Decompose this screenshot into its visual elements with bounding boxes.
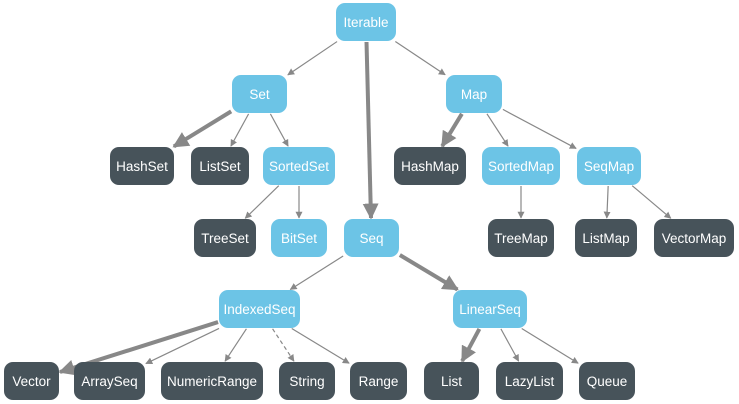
node-range: Range: [350, 362, 407, 400]
node-list: List: [424, 362, 479, 400]
node-lazylist: LazyList: [496, 362, 563, 400]
node-queue: Queue: [579, 362, 635, 400]
edge-seqmap-to-vectormap: [631, 185, 672, 219]
edge-indexedseq-to-arrayseq: [145, 327, 220, 365]
node-numericrange: NumericRange: [161, 362, 263, 400]
edge-iterable-to-seq: [362, 41, 379, 220]
edge-iterable-to-set: [287, 41, 338, 76]
node-seq: Seq: [344, 219, 399, 257]
node-listmap: ListMap: [575, 219, 637, 257]
edge-map-to-hashmap: [440, 112, 464, 148]
node-seqmap: SeqMap: [577, 147, 641, 185]
edge-sortedset-to-treeset: [244, 185, 280, 219]
edge-indexedseq-to-range: [291, 328, 350, 364]
edge-indexedseq-to-string: [272, 328, 295, 362]
edge-set-to-sortedset: [269, 113, 289, 147]
edge-seqmap-to-listmap: [603, 185, 611, 219]
node-hashmap: HashMap: [394, 147, 466, 185]
edge-linearseq-to-list: [460, 327, 482, 363]
edge-set-to-hashset: [172, 109, 233, 149]
edge-set-to-listset: [230, 113, 250, 147]
node-bitset: BitSet: [271, 219, 327, 257]
node-sortedmap: SortedMap: [482, 147, 560, 185]
node-string: String: [279, 362, 335, 400]
node-map: Map: [446, 75, 502, 113]
node-vectormap: VectorMap: [654, 219, 734, 257]
edge-linearseq-to-queue: [521, 328, 579, 364]
edge-map-to-seqmap: [502, 108, 577, 149]
node-treeset: TreeSet: [194, 219, 256, 257]
node-set: Set: [232, 75, 287, 113]
edge-linearseq-to-lazylist: [500, 328, 520, 362]
edge-seq-to-linearseq: [398, 253, 459, 292]
edge-seq-to-indexedseq: [289, 255, 344, 290]
node-treemap: TreeMap: [488, 219, 554, 257]
node-sortedset: SortedSet: [263, 147, 335, 185]
node-linearseq: LinearSeq: [453, 290, 527, 328]
node-hashset: HashSet: [110, 147, 174, 185]
node-arrayseq: ArraySeq: [74, 362, 145, 400]
node-listset: ListSet: [191, 147, 249, 185]
node-vector: Vector: [4, 362, 59, 400]
node-iterable: Iterable: [336, 3, 396, 41]
edge-map-to-sortedmap: [486, 113, 509, 147]
edge-iterable-to-map: [394, 41, 446, 76]
node-indexedseq: IndexedSeq: [219, 290, 300, 328]
edge-indexedseq-to-numericrange: [224, 328, 247, 362]
